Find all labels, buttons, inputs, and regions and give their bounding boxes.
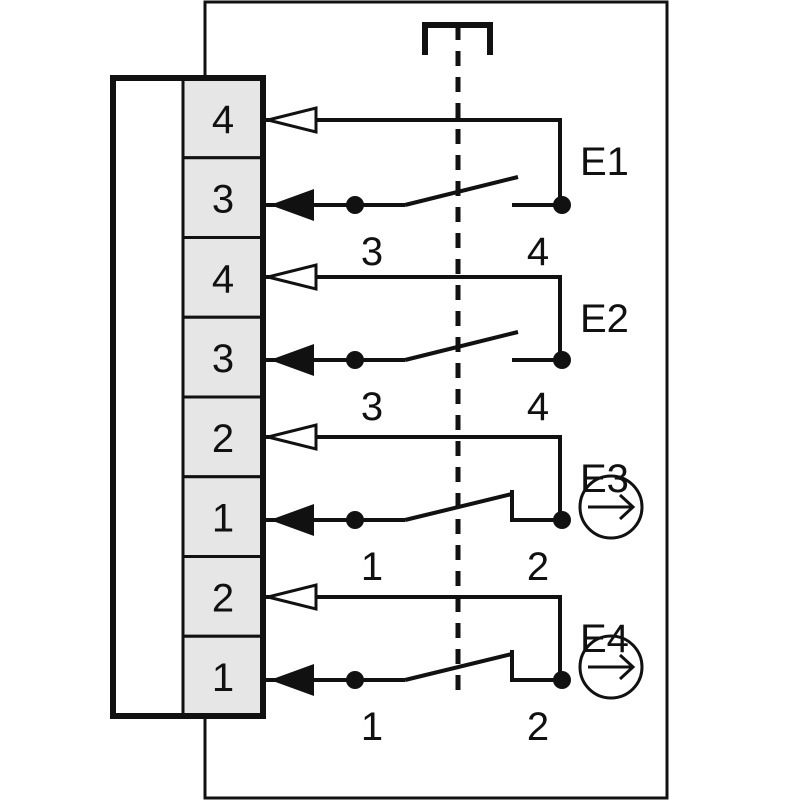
pin-label: 2	[527, 545, 549, 589]
output-arrow-icon	[270, 344, 314, 376]
input-arrow-icon	[267, 263, 318, 291]
wire	[510, 490, 562, 522]
pin-label: 1	[361, 545, 383, 589]
pin-label: 4	[527, 385, 549, 429]
terminal-label: 2	[212, 576, 234, 620]
connector-outline	[110, 75, 266, 719]
output-arrow-icon	[270, 664, 314, 696]
switch-blade	[404, 175, 519, 207]
output-arrow-icon	[270, 189, 314, 221]
switch-blade	[404, 330, 519, 362]
wire	[510, 650, 562, 682]
input-arrow-icon	[267, 106, 318, 134]
wire	[316, 435, 562, 520]
pin-label: 1	[361, 705, 383, 749]
input-arrow-icon	[267, 423, 318, 451]
terminal-label: 4	[212, 257, 234, 301]
input-arrow-icon	[267, 583, 318, 611]
terminal-label: 1	[212, 656, 234, 700]
element-label: E2	[580, 297, 629, 341]
pin-label: 3	[361, 230, 383, 274]
terminal-strip: 4 3 4 3 2 1 2 1	[181, 76, 265, 718]
terminal-label: 3	[212, 337, 234, 381]
switch-blade	[404, 652, 513, 682]
circuit-e1: 3 4 E1	[263, 106, 629, 274]
output-arrow-icon	[270, 504, 314, 536]
pin-label: 3	[361, 385, 383, 429]
terminal-label: 1	[212, 497, 234, 541]
actuator-icon	[422, 22, 493, 700]
circuit-e2: 3 4 E2	[263, 263, 629, 429]
wire	[316, 118, 562, 205]
terminal-label: 2	[212, 417, 234, 461]
terminal-label: 3	[212, 178, 234, 222]
switch-blade	[404, 492, 513, 522]
pin-label: 4	[527, 230, 549, 274]
terminal-label: 4	[212, 98, 234, 142]
pin-label: 2	[527, 705, 549, 749]
wire	[316, 595, 562, 680]
element-label: E1	[580, 140, 629, 184]
wire	[316, 275, 562, 360]
arrow-in-circle-icon	[578, 474, 644, 540]
arrow-in-circle-icon	[578, 634, 644, 700]
